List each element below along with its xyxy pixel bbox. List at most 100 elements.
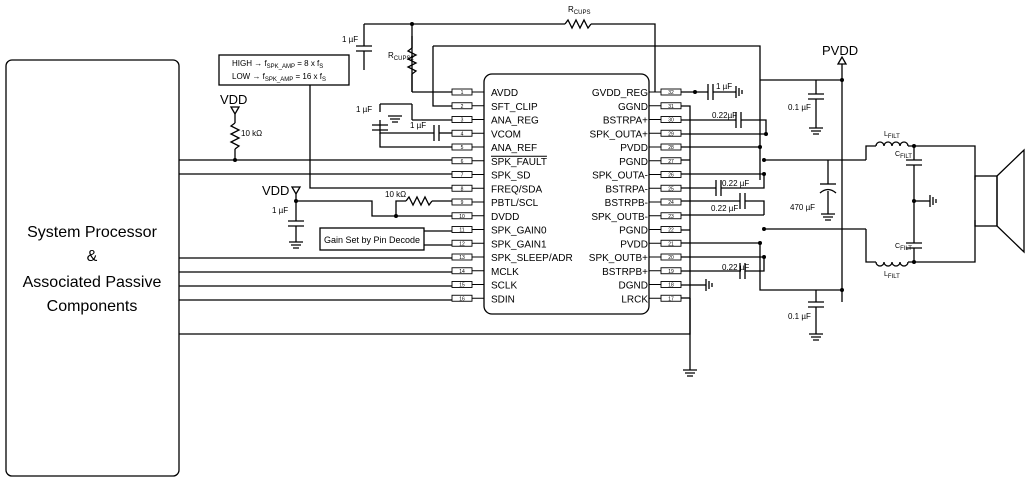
pin-name-right: BSTRPB- [605, 198, 648, 209]
pin-number-right: 26 [668, 173, 674, 179]
pin-number-left: 10 [459, 214, 465, 220]
pin-number-left: 8 [461, 186, 464, 192]
pin-name-right: PVDD [620, 143, 648, 154]
speaker-magnet [974, 175, 998, 227]
pin-number-left: 3 [461, 118, 464, 124]
speaker-cone [996, 148, 1025, 254]
pin-number-right: 25 [668, 186, 674, 192]
pin-number-right: 18 [668, 283, 674, 289]
pin-name-right: LRCK [621, 294, 648, 305]
pin-name-left: ANA_REF [491, 143, 537, 154]
r-cups2-resistor [406, 47, 418, 75]
pin-number-left: 9 [461, 200, 464, 206]
pin-number-left: 12 [459, 241, 465, 247]
pin-number-left: 5 [461, 145, 464, 151]
bstrpb-plus-cap-label: 0.22 µF [722, 263, 749, 272]
pin-number-right: 20 [668, 255, 674, 261]
system-label-1: System Processor [27, 224, 157, 241]
pin-number-right: 32 [668, 90, 674, 96]
pbtl-resistor-label: 10 kΩ [385, 190, 406, 199]
c-filt-bot-label: CFILT [895, 243, 912, 252]
pin-number-left: 6 [461, 159, 464, 165]
freq-note-box [218, 54, 350, 86]
vdd-bot-arrow [290, 186, 302, 196]
l-filt-top-label: LFILT [884, 131, 900, 140]
dvdd-cap-label: 1 µF [272, 206, 288, 215]
pin-name-right: PVDD [620, 239, 648, 250]
pullup-resistor [229, 122, 241, 150]
pvdd-top-cap-label: 0.1 µF [788, 103, 811, 112]
pin-number-right: 17 [668, 296, 674, 302]
pin-box-right-27 [660, 157, 682, 165]
pin-number-right: 28 [668, 145, 674, 151]
pin-number-right: 23 [668, 214, 674, 220]
bstrpa-minus-cap-label: 0.22 µF [722, 179, 749, 188]
pin-number-left: 11 [459, 228, 464, 234]
pin-name-right: PGND [619, 157, 648, 168]
pin-number-right: 21 [668, 241, 674, 247]
pin-name-left: MCLK [491, 267, 519, 278]
pin-name-right: SPK_OUTA+ [590, 129, 649, 140]
pin-name-left: DVDD [491, 212, 519, 223]
l-filt-top-inductor [875, 141, 909, 147]
gain-decode-label: Gain Set by Pin Decode [324, 235, 420, 245]
system-label-2: & [87, 248, 98, 265]
pullup-resistor-label: 10 kΩ [241, 129, 262, 138]
pin-name-left: SPK_SLEEP/ADR [491, 253, 573, 264]
pin-name-left: AVDD [491, 88, 518, 99]
pvdd-bot-cap-label: 0.1 µF [788, 312, 811, 321]
vdd-bot-label: VDD [262, 183, 289, 198]
vcom-cap-label: 1 µF [410, 121, 426, 130]
pin-name-right: SPK_OUTA- [592, 171, 648, 182]
pin-box-right-23 [660, 212, 682, 220]
l-filt-bot-inductor [875, 261, 909, 267]
ic-body [483, 73, 650, 315]
l-filt-bot-label: LFILT [884, 271, 900, 280]
pin-number-left: 2 [461, 104, 464, 110]
pvdd-label: PVDD [822, 43, 858, 58]
pin-name-left: SDIN [491, 294, 515, 305]
pin-name-left: SPK_SD [491, 171, 530, 182]
pin-name-left: PBTL/SCL [491, 198, 539, 209]
pin-number-right: 19 [668, 269, 674, 275]
r-cups-label: RCUPS [568, 5, 590, 16]
system-label-4: Components [47, 298, 138, 315]
gain-decode-box [319, 227, 425, 251]
anareg-cap-label: 1 µF [356, 105, 372, 114]
pin-name-left: SFT_CLIP [491, 102, 538, 113]
pbtl-resistor [405, 195, 433, 207]
pin-number-right: 29 [668, 131, 674, 137]
pin-name-left: SPK_FAULT [491, 157, 547, 168]
pin-name-right: GGND [618, 102, 648, 113]
pin-name-right: BSTRPB+ [602, 267, 648, 278]
pin-number-right: 27 [668, 159, 674, 165]
pin-number-right: 24 [668, 200, 674, 206]
gvdd-cap-label: 1 µF [716, 82, 732, 91]
c-filt-top-label: CFILT [895, 151, 912, 160]
pin-name-right: GVDD_REG [592, 88, 648, 99]
pin-number-left: 14 [459, 269, 465, 275]
pin-name-right: BSTRPA+ [603, 116, 648, 127]
pin-name-right: PGND [619, 226, 648, 237]
r-cups-resistor [564, 18, 592, 30]
pvdd-arrow [836, 55, 848, 65]
pin-box-right-24 [660, 198, 682, 206]
pin-name-left: VCOM [491, 129, 521, 140]
bulk-cap-label: 470 µF [790, 203, 815, 212]
system-processor-box [5, 59, 180, 477]
pin-name-right: DGND [619, 281, 648, 292]
pin-name-left: SPK_GAIN1 [491, 239, 547, 250]
pin-name-right: BSTRPA- [605, 184, 648, 195]
pin-name-left: SCLK [491, 281, 517, 292]
freq-note-low: LOW → fSPK_AMP = 16 x fS [232, 72, 326, 83]
pin-number-right: 31 [668, 104, 674, 110]
bstrpa-plus-cap-label: 0.22µF [712, 111, 737, 120]
pin-number-right: 22 [668, 228, 674, 234]
pin-number-right: 30 [668, 118, 674, 124]
pin-number-left: 15 [459, 283, 465, 289]
pin-name-left: FREQ/SDA [491, 184, 542, 195]
top-cap-label: 1 µF [342, 35, 358, 44]
pin-number-left: 4 [461, 131, 464, 137]
pin-name-right: SPK_OUTB- [591, 212, 648, 223]
